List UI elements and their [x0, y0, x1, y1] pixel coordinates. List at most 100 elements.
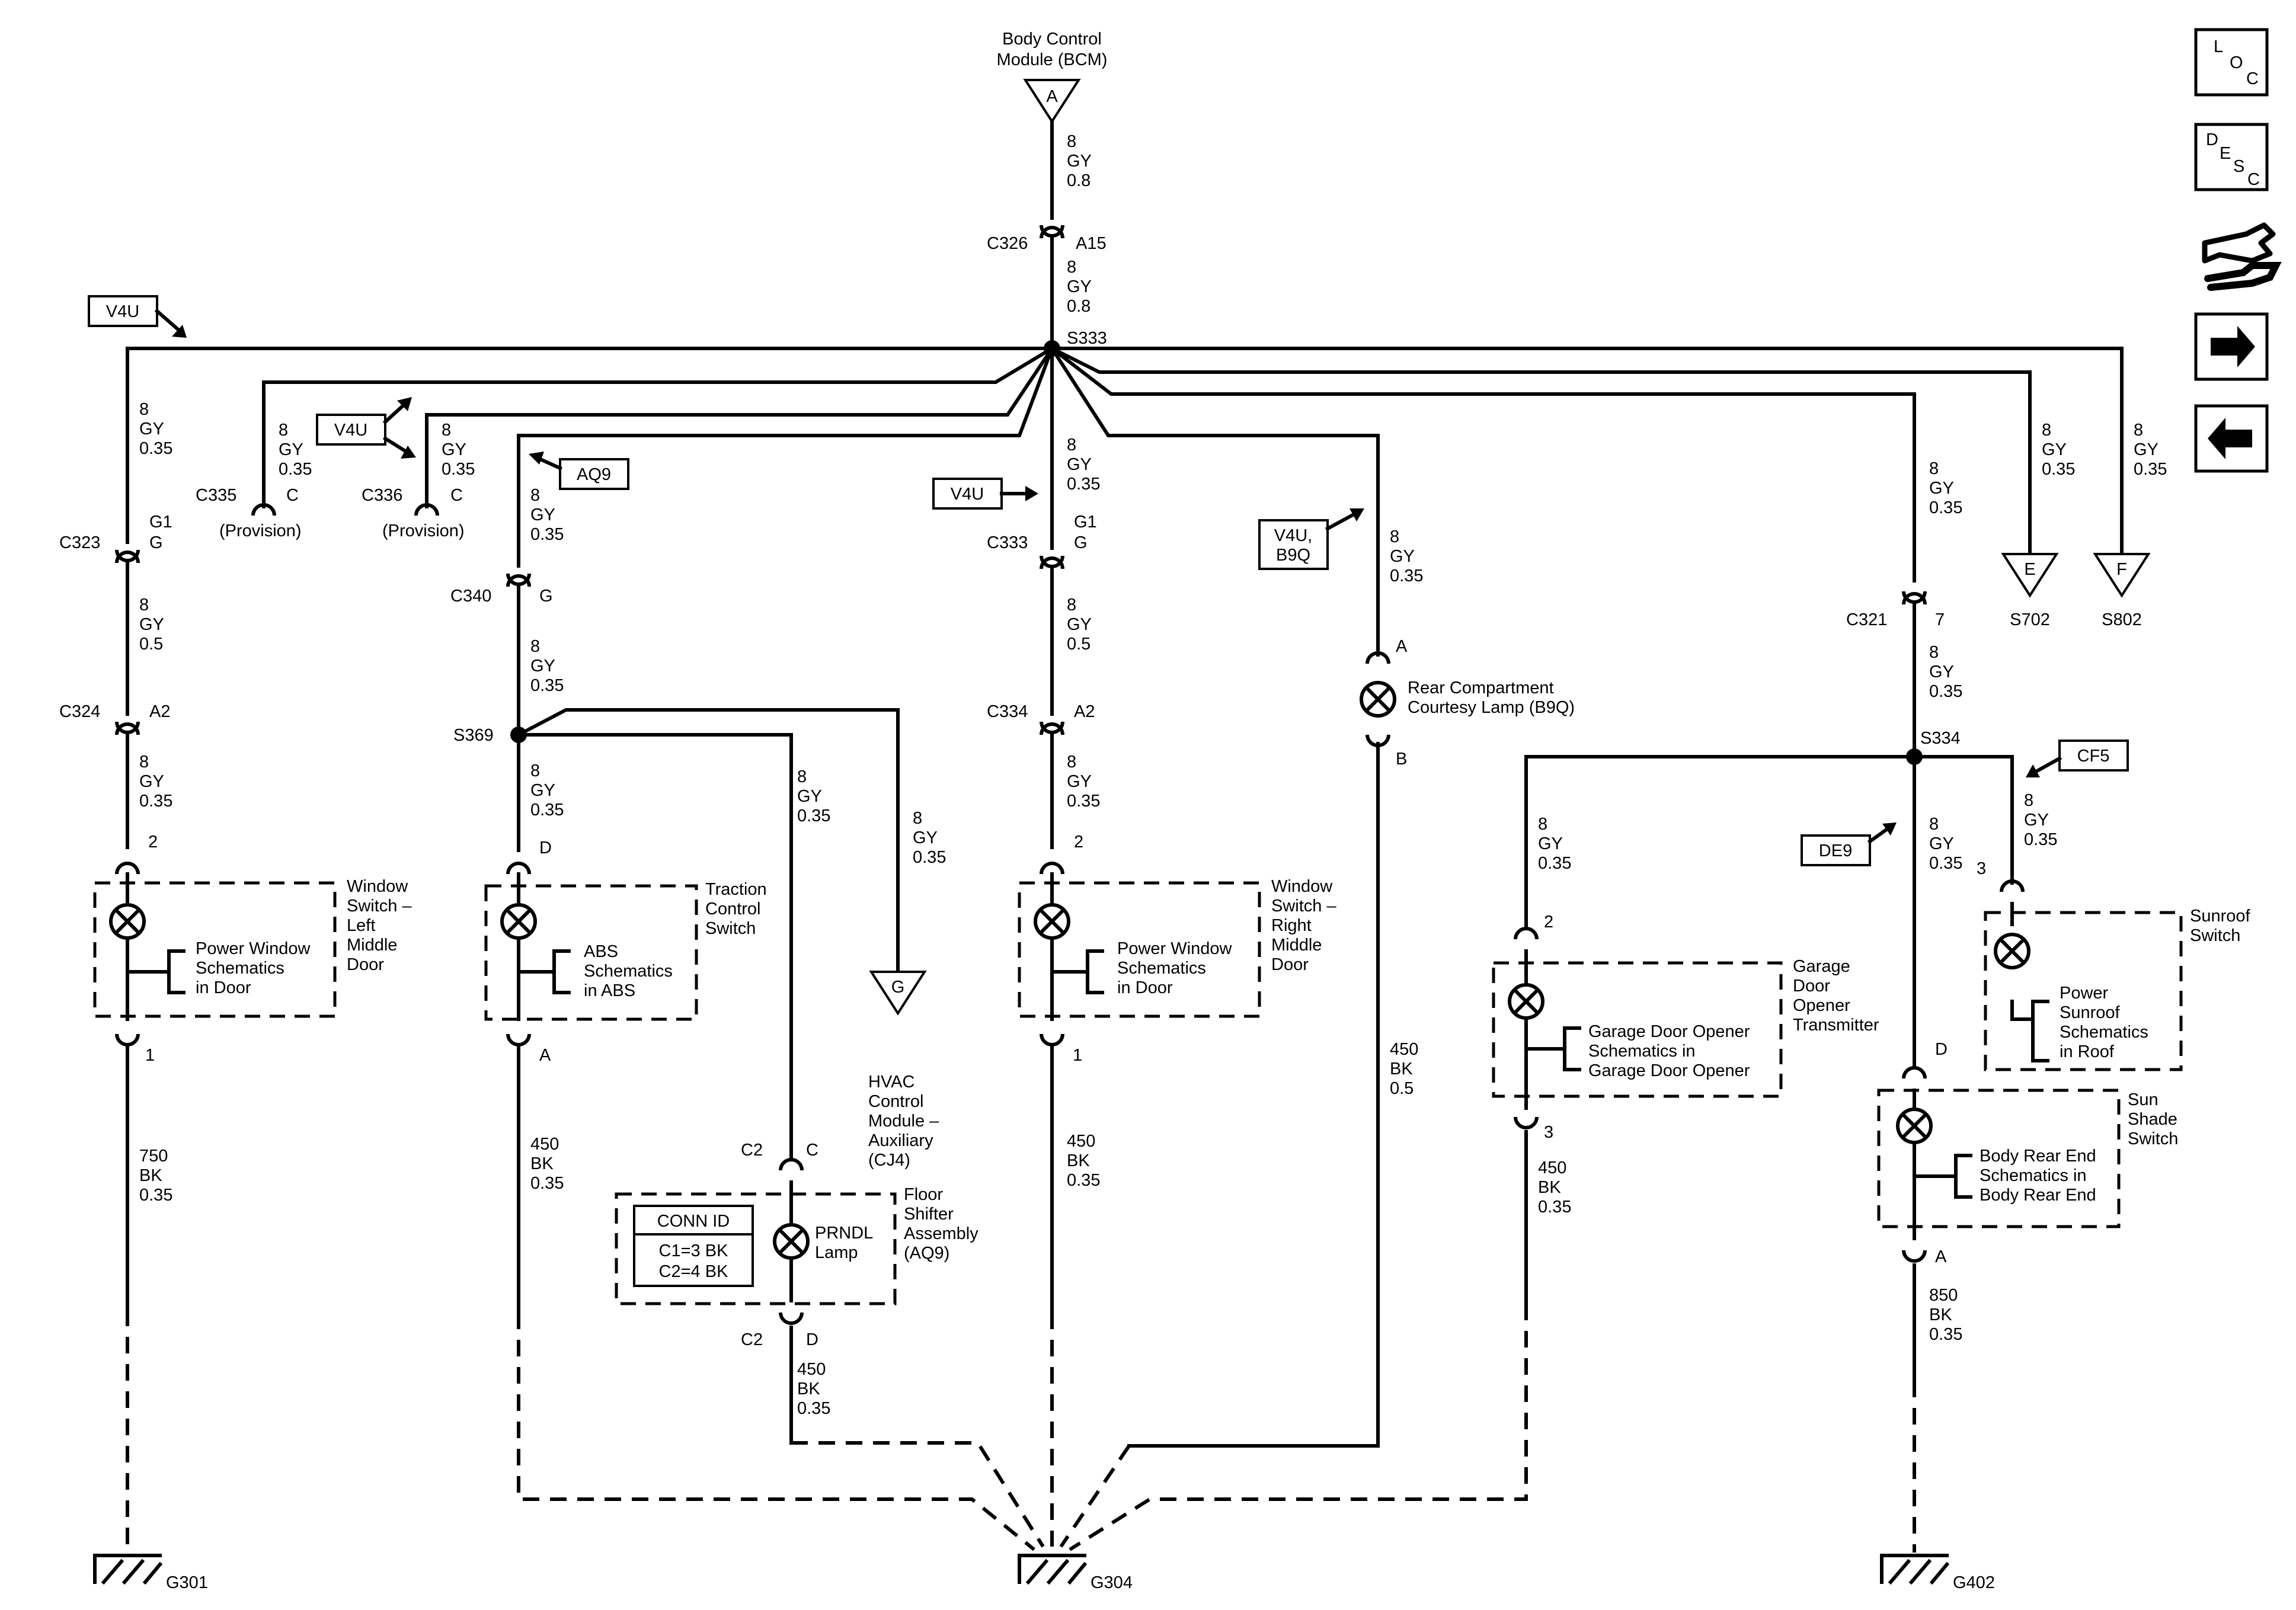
label-sunshade-schematics-line: Schematics in — [1980, 1166, 2087, 1185]
pin-a-tcs: A — [539, 1046, 551, 1065]
offpage-f-label: F — [2116, 560, 2127, 579]
wire-label-c324-wsl-line: 8 — [139, 753, 149, 772]
label-garage-opener-line: Door — [1793, 977, 1830, 996]
wire-label-c335-line: 0.35 — [279, 460, 312, 479]
label-traction-control-line: Traction — [705, 880, 767, 899]
tag-v4u-b9q-line1: V4U, — [1274, 526, 1312, 545]
connector-c333: C333 — [987, 533, 1028, 552]
tag-aq9 — [559, 458, 629, 490]
pin-2-garage: 2 — [1544, 913, 1553, 932]
wire-label-s369-tcs-line: 0.35 — [530, 801, 564, 820]
label-garage-opener-line: Transmitter — [1793, 1016, 1879, 1035]
arrow-right-icon — [2211, 326, 2255, 367]
pin-g-center: G — [1074, 533, 1088, 552]
wire-label-s334-sunshade-line: GY — [1929, 834, 1954, 853]
wire-label-s702-line: 0.35 — [2042, 460, 2075, 479]
ground-return-dashed — [126, 1304, 1916, 1553]
label-garage-schematics-line: Garage Door Opener — [1588, 1022, 1750, 1041]
wire-label-s334-sunroof-line: 0.35 — [2024, 830, 2057, 849]
next-page-button[interactable] — [2194, 312, 2269, 381]
location-button[interactable]: L O C — [2194, 28, 2269, 97]
wire-label-c326-s333-line: GY — [1067, 277, 1092, 296]
wire-label-tcs-ground-line: 0.35 — [530, 1174, 564, 1193]
tag-v4u-top — [88, 295, 158, 327]
bcm-terminal-triangle — [1023, 79, 1081, 124]
label-floor-shifter-line: Assembly — [904, 1224, 978, 1243]
label-sun-shade-switch-line: Sun — [2128, 1090, 2159, 1109]
splice-points — [510, 340, 1923, 765]
wire-label-s334-sunshade-line: 0.35 — [1929, 854, 1962, 873]
wire-label-wsl-ground-line: 750 — [139, 1147, 168, 1166]
offpage-g-triangle — [869, 971, 927, 1016]
wire-label-s334-garage-line: 0.35 — [1538, 854, 1571, 873]
wire-label-s369-tcs-line: GY — [530, 781, 555, 800]
pin-c-c335: C — [286, 486, 299, 505]
label-tcs-schematics-line: in ABS — [584, 981, 635, 1000]
label-tcs-schematics-line: ABS — [584, 942, 618, 961]
wire-label-c333-c334-line: 8 — [1067, 596, 1076, 614]
wire-label-s334-sunshade-line: 8 — [1929, 815, 1939, 834]
wire-label-s369-hvac-line: 0.35 — [913, 848, 946, 867]
label-window-switch-left-line: Window — [347, 877, 408, 896]
wiring-harness-icon[interactable] — [2202, 222, 2282, 291]
label-hvac-module-line: Auxiliary — [868, 1131, 933, 1150]
wire-label-bcm-out-line: 0.8 — [1067, 171, 1091, 190]
conn-id-table — [633, 1205, 754, 1287]
label-sunroof-schematics-line: Power — [2060, 984, 2109, 1003]
label-window-switch-right-line: Door — [1271, 955, 1309, 974]
label-window-switch-right-line: Middle — [1271, 936, 1322, 955]
wire-label-c326-s333-line: 8 — [1067, 258, 1076, 277]
splice-s334 — [1906, 748, 1923, 765]
wire-label-c340-in-line: 0.35 — [530, 525, 564, 544]
previous-page-button[interactable] — [2194, 404, 2269, 473]
tag-v4u-c336-label: V4U — [334, 421, 367, 440]
connector-c334: C334 — [987, 702, 1028, 721]
pin-3-sunroof: 3 — [1977, 859, 1986, 878]
arrow-left-icon — [2208, 418, 2252, 459]
loc-char-o: O — [2230, 53, 2243, 72]
label-wsr-schematics-line: in Door — [1117, 978, 1173, 997]
wire-label-c336-line: GY — [442, 440, 466, 459]
label-traction-control-line: Control — [705, 900, 761, 918]
conn-id-line: C1=3 BK — [659, 1241, 729, 1260]
wire-label-garage-ground-line: 0.35 — [1538, 1198, 1571, 1217]
label-window-switch-right-line: Window — [1271, 877, 1333, 896]
wire-label-c334-wsr-line: 8 — [1067, 753, 1076, 772]
tag-v4u-c333-label: V4U — [951, 485, 984, 504]
splice-s333 — [1044, 340, 1060, 357]
sun-shade-box — [1877, 1089, 2121, 1228]
lamp-garage-icon — [1508, 983, 1544, 1020]
wire-label-c336-line: 0.35 — [442, 460, 475, 479]
description-button[interactable]: D E S C — [2194, 123, 2269, 191]
label-prndl-lamp-line: Lamp — [815, 1243, 858, 1262]
pin-c-fsa: C — [806, 1141, 818, 1160]
tag-cf5 — [2058, 740, 2129, 772]
label-hvac-module-line: HVAC — [868, 1073, 914, 1092]
wire-label-wsl-ground-line: 0.35 — [139, 1186, 172, 1205]
desc-char-s: S — [2233, 157, 2244, 176]
wire-label-s802-line: 8 — [2134, 421, 2143, 440]
wire-label-c333-in-line: 0.35 — [1067, 475, 1100, 494]
wire-label-fsa-ground-line: 0.35 — [797, 1399, 830, 1418]
label-hvac-module-line: Module – — [868, 1112, 939, 1131]
offpage-s702: S702 — [2010, 610, 2050, 629]
wire-label-s369-fsa-line: 0.35 — [797, 806, 830, 825]
offpage-references: E S702 F S802 G — [869, 553, 2151, 1016]
wire-label-c340-in-line: GY — [530, 505, 555, 524]
label-window-switch-left-line: Door — [347, 955, 384, 974]
pin-g-left: G — [149, 533, 163, 552]
wire-label-s334-garage-line: 8 — [1538, 815, 1547, 834]
